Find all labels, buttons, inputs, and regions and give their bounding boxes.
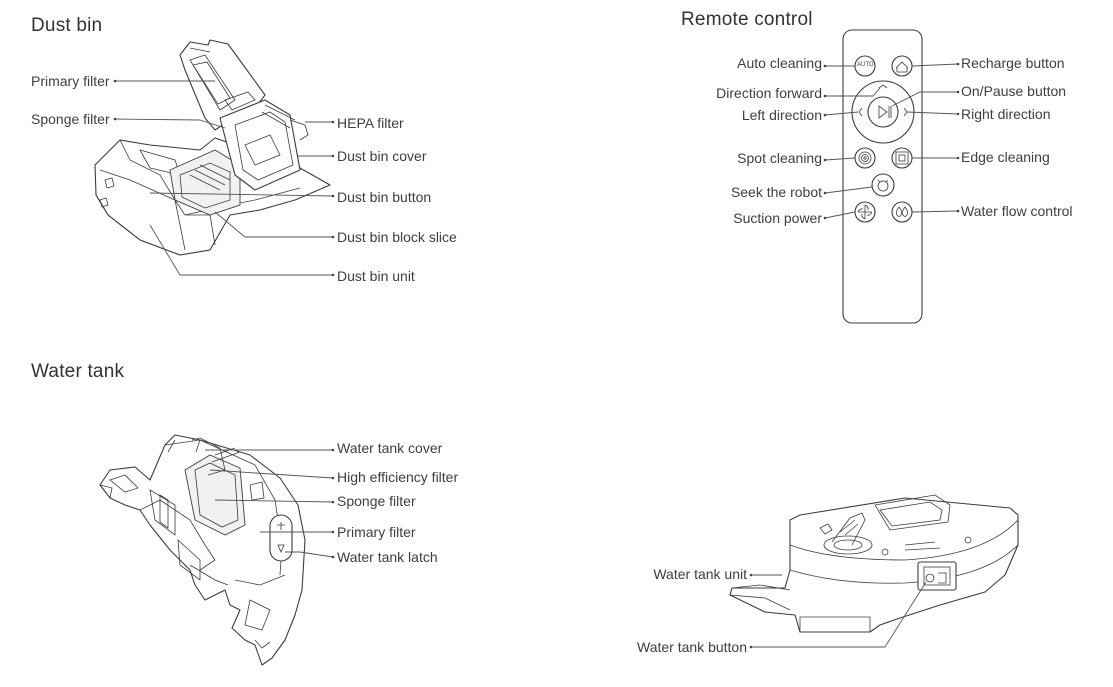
water-tank-illustration (99, 434, 306, 666)
water-tank-unit-leaders (749, 573, 927, 649)
spot-cleaning-label: Spot cleaning (737, 150, 822, 166)
auto-key-label: AUTO (857, 62, 874, 68)
remote-leaders (823, 62, 960, 220)
water-tank-sponge-filter-label: Sponge filter (337, 493, 416, 509)
water-tank-title: Water tank (31, 361, 125, 382)
on-pause-key (867, 96, 899, 128)
water-tank-leaders (205, 448, 335, 559)
dust-bin-cover-label: Dust bin cover (337, 148, 427, 164)
dust-bin-block-slice-label: Dust bin block slice (337, 229, 457, 245)
up-arrow-icon (878, 84, 888, 89)
dust-bin-unit-label: Dust bin unit (337, 268, 415, 284)
water-tank-primary-filter-label: Primary filter (337, 524, 416, 540)
water-tank-unit-illustration (729, 494, 1019, 633)
dust-bin-sponge-filter-label: Sponge filter (31, 111, 110, 127)
left-direction-label: Left direction (741, 107, 822, 123)
suction-power-label: Suction power (733, 210, 822, 226)
left-arrow-icon (858, 107, 863, 117)
right-direction-label: Right direction (961, 106, 1051, 122)
water-flow-control-label: Water flow control (961, 203, 1073, 219)
dust-bin-title: Dust bin (31, 15, 103, 36)
edge-cleaning-label: Edge cleaning (961, 149, 1050, 165)
hepa-filter-label: HEPA filter (337, 115, 404, 131)
water-tank-button-label: Water tank button (637, 639, 747, 655)
on-pause-button-label: On/Pause button (961, 83, 1067, 99)
dust-bin-button-label: Dust bin button (337, 189, 432, 205)
dust-bin-primary-filter-label: Primary filter (31, 73, 110, 89)
remote-control-illustration (842, 29, 923, 324)
dust-bin-leaders (113, 79, 335, 277)
remote-control-title: Remote control (681, 9, 813, 30)
water-tank-unit-label: Water tank unit (653, 566, 747, 582)
water-tank-cover-label: Water tank cover (337, 440, 443, 456)
recharge-key (891, 55, 913, 77)
recharge-button-label: Recharge button (961, 55, 1065, 71)
direction-forward-label: Direction forward (716, 85, 822, 101)
dust-bin-illustration (94, 39, 331, 256)
seek-the-robot-label: Seek the robot (730, 184, 822, 200)
high-efficiency-filter-label: High efficiency filter (337, 469, 459, 485)
auto-cleaning-label: Auto cleaning (737, 55, 822, 71)
water-tank-latch-label: Water tank latch (337, 549, 438, 565)
